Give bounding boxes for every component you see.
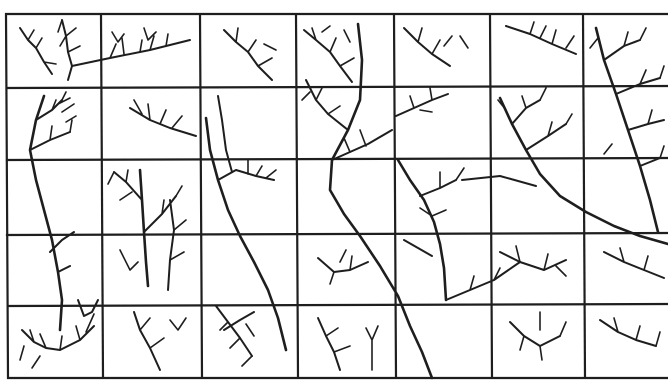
- grid: [6, 14, 668, 378]
- grid-horizontal-line-3: [7, 233, 668, 235]
- branch-cluster-column-7: [590, 28, 664, 346]
- grid-vertical-line-5: [490, 15, 492, 377]
- grid-horizontal-line-1: [7, 86, 668, 88]
- grid-frame: [6, 14, 668, 378]
- grid-vertical-line-2: [200, 15, 202, 377]
- branch-cluster-column-4: [302, 24, 432, 378]
- branch-cluster-left-stem: [30, 92, 76, 330]
- branch-cluster-column-3: [206, 28, 286, 366]
- grid-vertical-line-3: [296, 15, 298, 377]
- grid-vertical-line-6: [583, 15, 585, 377]
- grid-vertical-line-4: [394, 15, 396, 377]
- branch-drawings: [20, 20, 668, 378]
- branch-cluster-bottom-left: [20, 300, 98, 368]
- branch-cluster-top-left: [20, 20, 190, 80]
- grid-vertical-line-1: [101, 15, 103, 377]
- grid-horizontal-line-4: [8, 304, 668, 306]
